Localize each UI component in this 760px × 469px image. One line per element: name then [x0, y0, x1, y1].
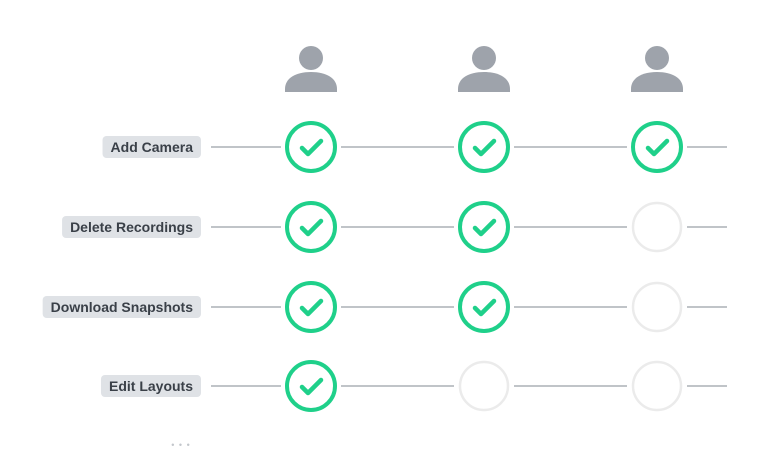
- permission-granted-cell[interactable]: [458, 281, 510, 333]
- permission-granted-cell[interactable]: [458, 201, 510, 253]
- permission-empty-cell[interactable]: [631, 360, 683, 412]
- checkmark-icon: [299, 218, 324, 237]
- permission-label-text: Add Camera: [111, 139, 194, 155]
- permission-granted-cell[interactable]: [285, 360, 337, 412]
- permission-empty-cell[interactable]: [631, 201, 683, 253]
- permission-label: Add Camera: [102, 136, 201, 158]
- user-icon: [285, 46, 337, 92]
- permission-label-pill: [102, 136, 201, 158]
- checkmark-icon: [645, 138, 670, 157]
- user-icon: [458, 46, 510, 92]
- row-lines: [211, 146, 727, 387]
- checkmark-icon: [299, 377, 324, 396]
- checkmark-icon: [472, 138, 497, 157]
- permission-label-text: Download Snapshots: [51, 299, 194, 315]
- permission-label-pill: [42, 296, 201, 318]
- checkmark-icon: [472, 218, 497, 237]
- permission-label-text: Delete Recordings: [70, 219, 193, 235]
- checkmark-icon: [299, 298, 324, 317]
- permission-label: Download Snapshots: [42, 296, 201, 318]
- permission-label: Edit Layouts: [100, 375, 201, 397]
- permission-label: Delete Recordings: [62, 216, 201, 238]
- permission-granted-cell[interactable]: [285, 201, 337, 253]
- permission-empty-cell[interactable]: [458, 360, 510, 412]
- permission-granted-cell[interactable]: [285, 281, 337, 333]
- permission-label-pill: [62, 216, 201, 238]
- permission-label-pill: [100, 375, 201, 397]
- permission-granted-cell[interactable]: [285, 121, 337, 173]
- more-rows-indicator: • • •: [171, 440, 190, 450]
- permission-empty-cell[interactable]: [631, 281, 683, 333]
- user-icon: [631, 46, 683, 92]
- user-columns: [285, 46, 683, 92]
- checkmark-icon: [299, 138, 324, 157]
- permission-granted-cell[interactable]: [458, 121, 510, 173]
- permission-granted-cell[interactable]: [631, 121, 683, 173]
- checkmark-icon: [472, 298, 497, 317]
- permission-cells: [285, 121, 683, 412]
- permission-label-text: Edit Layouts: [109, 378, 193, 394]
